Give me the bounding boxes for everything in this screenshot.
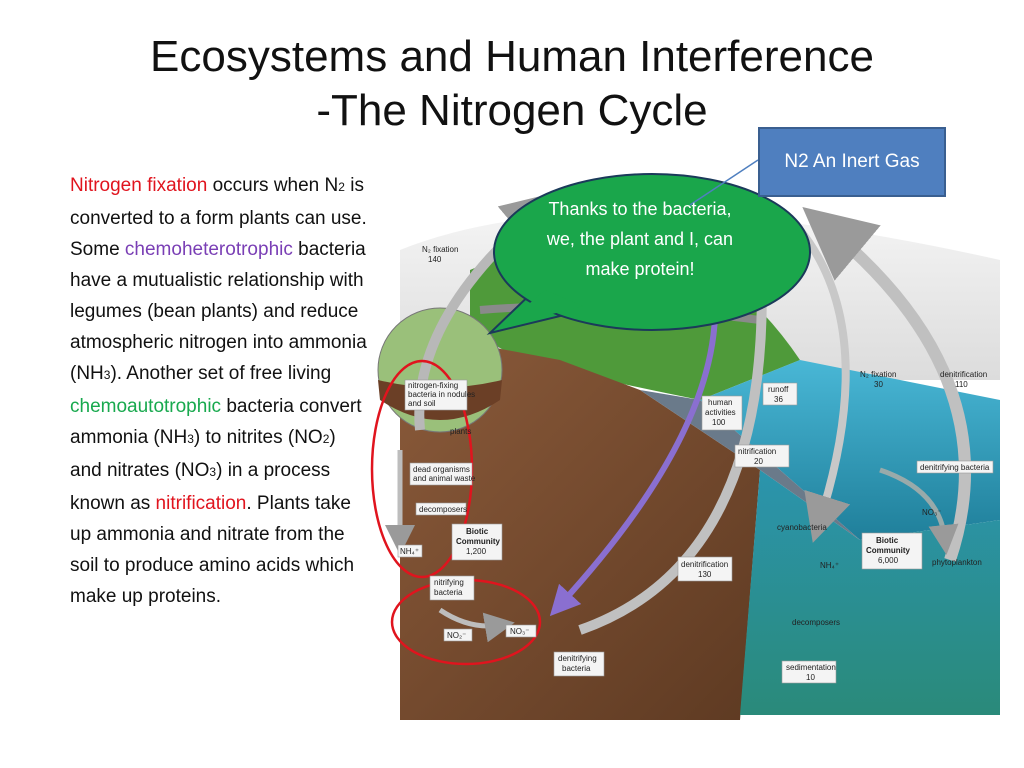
label-nitrogen-fixing-3: and soil: [408, 399, 436, 408]
label-human: human: [708, 398, 732, 407]
body-paragraph: Nitrogen fixation occurs when N2 is conv…: [70, 170, 370, 612]
text-part: ). Another set of free living: [110, 363, 332, 384]
slide-title: Ecosystems and Human Interference -The N…: [0, 30, 1024, 138]
subscript: 2: [338, 180, 345, 194]
label-n2-fixation-land-value: 140: [428, 255, 442, 264]
label-phytoplankton: phytoplankton: [932, 558, 982, 567]
term-chemoheterotrophic: chemoheterotrophic: [124, 239, 293, 260]
speech-bubble-text: Thanks to the bacteria, we, the plant an…: [546, 199, 734, 279]
label-nitrifying-bacteria: bacteria: [434, 588, 463, 597]
arrow-nitrifying: [438, 607, 515, 643]
label-activities: activities: [705, 408, 736, 417]
arrow-n2-fixation-ocean: [796, 227, 851, 543]
label-decomposers-ocean: decomposers: [792, 618, 840, 627]
text-part: occurs when N: [207, 175, 339, 196]
callout-line: [689, 159, 759, 206]
label-denitrifying-land-2: bacteria: [562, 664, 591, 673]
label-denitrifying-land: denitrifying: [558, 654, 597, 663]
label-biotic-land: Biotic: [466, 527, 489, 536]
label-nitrification: nitrification: [738, 447, 776, 456]
text-part: bacteria have a mutualistic relationship…: [70, 239, 367, 384]
label-cyanobacteria: cyanobacteria: [777, 523, 827, 532]
label-denitrification-130-value: 130: [698, 570, 712, 579]
text-part: ) to nitrites (NO: [193, 427, 323, 448]
label-denitrification-110: denitrification: [940, 370, 987, 379]
label-n2-fixation-ocean-value: 30: [874, 380, 883, 389]
label-runoff-value: 36: [774, 395, 783, 404]
title-line-1: Ecosystems and Human Interference: [150, 32, 874, 81]
label-plants: plants: [450, 427, 471, 436]
label-dead-organisms: dead organisms: [413, 465, 470, 474]
arrow-human-activities: [549, 299, 719, 617]
label-boxes: [397, 379, 994, 684]
label-nitrogen-fixing: nitrogen-fixing: [408, 381, 458, 390]
text-part: bacteria convert ammonia (NH: [70, 396, 362, 448]
label-biotic-land-value: 1,200: [466, 547, 487, 556]
label-n2-fixation-ocean: N₂ fixation: [860, 370, 896, 379]
arrow-ocean-loop: [879, 467, 959, 555]
label-sedimentation: sedimentation: [786, 663, 836, 672]
subscript: 3: [209, 465, 217, 479]
label-no3-land: NO₃⁻: [510, 627, 529, 636]
n2-inert-gas-box: N2 An Inert Gas: [758, 127, 946, 197]
label-n2-fixation-land: N₂ fixation: [422, 245, 458, 254]
subscript: 3: [103, 368, 111, 382]
arrow-denitrification-land: [578, 210, 792, 635]
arrow-denitrification-ocean: [802, 206, 971, 562]
label-nitrification-value: 20: [754, 457, 763, 466]
label-sedimentation-value: 10: [806, 673, 815, 682]
text-part: is converted to a form plants can use. S…: [70, 175, 367, 260]
subscript: 2: [322, 432, 330, 446]
label-biotic-ocean-value: 6,000: [878, 556, 899, 565]
term-nitrification: nitrification: [155, 493, 247, 514]
text-part: ) and nitrates (NO: [70, 427, 336, 481]
label-nh4-land: NH₄⁺: [400, 547, 419, 556]
label-community-land: Community: [456, 537, 501, 546]
label-denitrification-110-value: 110: [955, 380, 968, 389]
label-nitrifying: nitrifying: [434, 578, 464, 587]
label-no3-ocean: NO₃⁻: [922, 508, 941, 517]
speech-bubble-tail-cover: [502, 290, 583, 327]
label-denitrifying-ocean: denitrifying bacteria: [920, 463, 990, 472]
text-part: . Plants take up ammonia and nitrate fro…: [70, 493, 355, 607]
label-denitrification-130: denitrification: [681, 560, 728, 569]
term-chemoautotrophic: chemoautotrophic: [70, 396, 222, 417]
label-biotic-ocean: Biotic: [876, 536, 899, 545]
label-animal-waste: and animal waste: [413, 474, 476, 483]
label-human-value: 100: [712, 418, 726, 427]
label-no2: NO₂⁻: [447, 631, 466, 640]
label-nitrogen-fixing-2: bacteria in nodules: [408, 390, 475, 399]
title-line-2: -The Nitrogen Cycle: [316, 86, 708, 135]
speech-bubble: [493, 173, 811, 331]
label-community-ocean: Community: [866, 546, 911, 555]
subscript: 3: [187, 432, 194, 446]
term-nitrogen-fixation: Nitrogen fixation: [70, 175, 208, 196]
label-decomposers-land: decomposers: [419, 505, 467, 514]
text-part: ) in a process known as: [70, 460, 331, 514]
label-nh4-ocean: NH₄⁺: [820, 561, 839, 570]
label-runoff: runoff: [768, 385, 789, 394]
